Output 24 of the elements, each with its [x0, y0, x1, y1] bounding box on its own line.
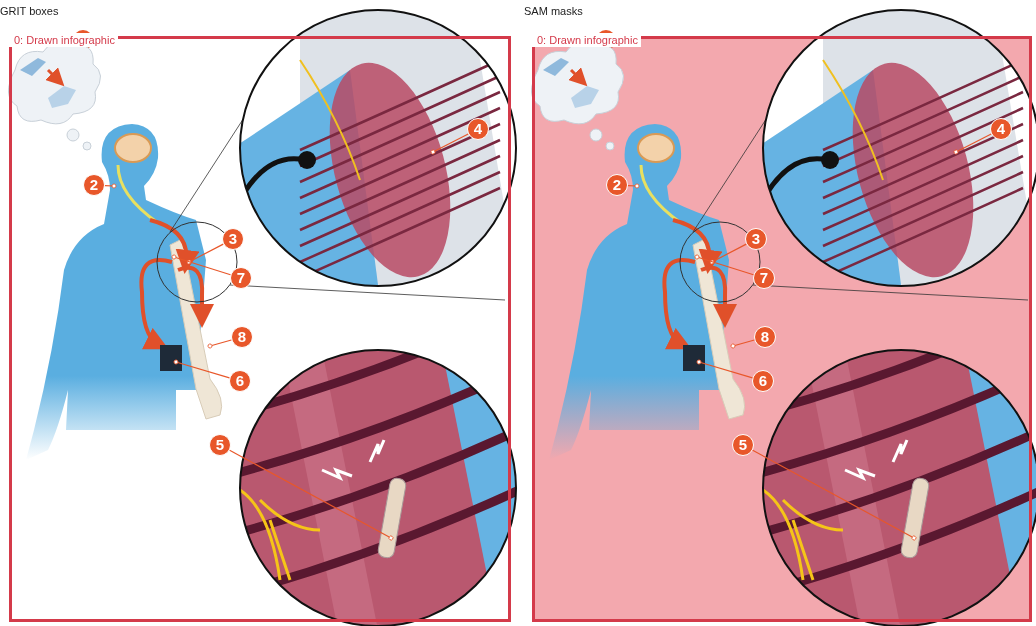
leader-line	[173, 359, 231, 379]
leader-line	[953, 133, 992, 155]
frame-label: 0: Drawn infographic	[9, 33, 118, 47]
callout-number: 7	[230, 267, 252, 289]
leader-line	[171, 254, 232, 276]
panel-title: GRIT boxes	[0, 5, 59, 17]
panel-title: SAM masks	[524, 5, 583, 17]
frame-label: 0: Drawn infographic	[532, 33, 641, 47]
leader-line	[430, 133, 469, 155]
callout-number: 5	[209, 434, 231, 456]
leader-line	[207, 339, 232, 349]
leader-line	[627, 183, 640, 189]
leader-line	[730, 339, 755, 349]
callout-number: 2	[83, 174, 105, 196]
leader-line	[186, 243, 224, 265]
callout-number: 6	[229, 370, 251, 392]
leader-line	[104, 183, 117, 189]
leader-line	[694, 254, 755, 276]
callout-number: 8	[231, 326, 253, 348]
leader-line	[752, 449, 917, 541]
leader-line	[696, 359, 754, 379]
leader-line	[229, 449, 394, 541]
leader-line	[709, 243, 747, 265]
callout-number: 3	[222, 228, 244, 250]
